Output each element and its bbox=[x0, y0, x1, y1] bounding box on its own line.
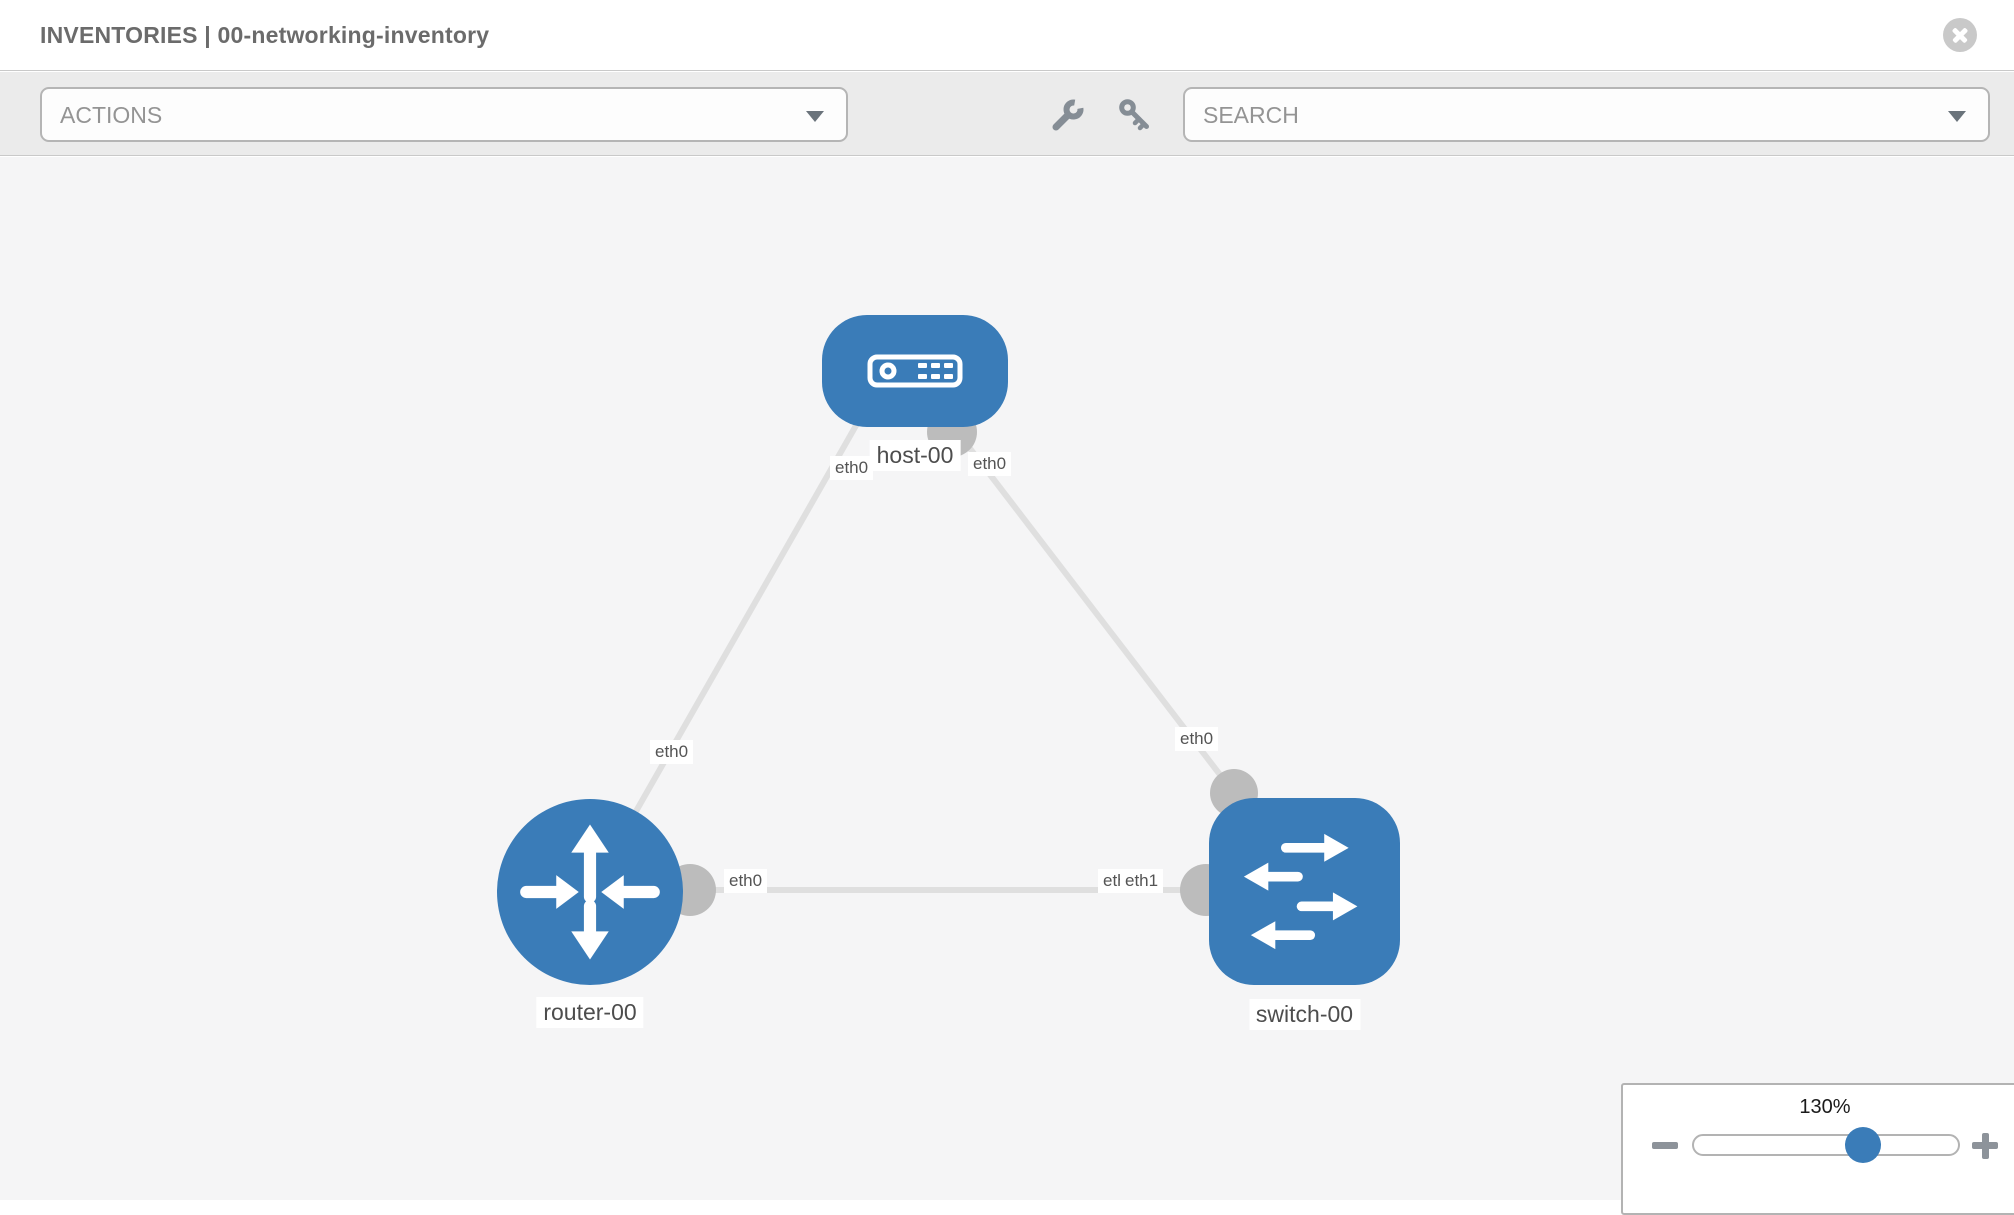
node-switch-00[interactable] bbox=[1209, 798, 1400, 985]
zoom-out-button[interactable] bbox=[1651, 1131, 1679, 1159]
node-host-00[interactable] bbox=[822, 315, 1008, 427]
zoom-panel: 130% bbox=[1621, 1083, 2014, 1215]
close-button[interactable] bbox=[1943, 18, 1977, 52]
chevron-down-icon bbox=[1948, 111, 1966, 122]
titlebar: INVENTORIES | 00-networking-inventory bbox=[0, 0, 2014, 71]
node-label-host-00: host-00 bbox=[869, 440, 961, 471]
zoom-level: 130% bbox=[1799, 1096, 1851, 1118]
toolbar: ACTIONS SEARCH bbox=[0, 72, 2014, 156]
interface-label-eth0: eth0 bbox=[830, 456, 874, 481]
server-icon bbox=[867, 354, 963, 388]
zoom-in-button[interactable] bbox=[1971, 1131, 1999, 1159]
wrench-icon[interactable] bbox=[1049, 97, 1085, 138]
search-placeholder: SEARCH bbox=[1203, 102, 1299, 128]
router-arrows-icon bbox=[520, 824, 660, 960]
topology-canvas[interactable] bbox=[0, 157, 2014, 1200]
page-title: INVENTORIES | 00-networking-inventory bbox=[40, 22, 490, 48]
actions-dropdown-label: ACTIONS bbox=[60, 102, 163, 128]
node-label-switch-00: switch-00 bbox=[1248, 999, 1361, 1030]
interface-label-eth0: eth0 bbox=[650, 740, 694, 765]
node-label-router-00: router-00 bbox=[536, 997, 644, 1028]
zoom-slider-track[interactable] bbox=[1692, 1127, 1960, 1163]
actions-dropdown[interactable]: ACTIONS bbox=[40, 87, 848, 142]
interface-label-eth0: eth0 bbox=[724, 869, 768, 894]
minus-icon bbox=[1652, 1142, 1678, 1149]
chevron-down-icon bbox=[806, 111, 824, 122]
interface-label-eth0: eth0 bbox=[1175, 727, 1219, 752]
switch-arrows-icon bbox=[1243, 833, 1357, 950]
node-router-00[interactable] bbox=[497, 799, 683, 985]
search-dropdown[interactable]: SEARCH bbox=[1183, 87, 1990, 142]
zoom-slider-handle[interactable] bbox=[1844, 1127, 1881, 1163]
interface-label-eth0: eth0 bbox=[968, 452, 1012, 477]
interface-label-eth1: eth1 bbox=[1120, 869, 1164, 894]
key-icon[interactable] bbox=[1117, 97, 1153, 138]
